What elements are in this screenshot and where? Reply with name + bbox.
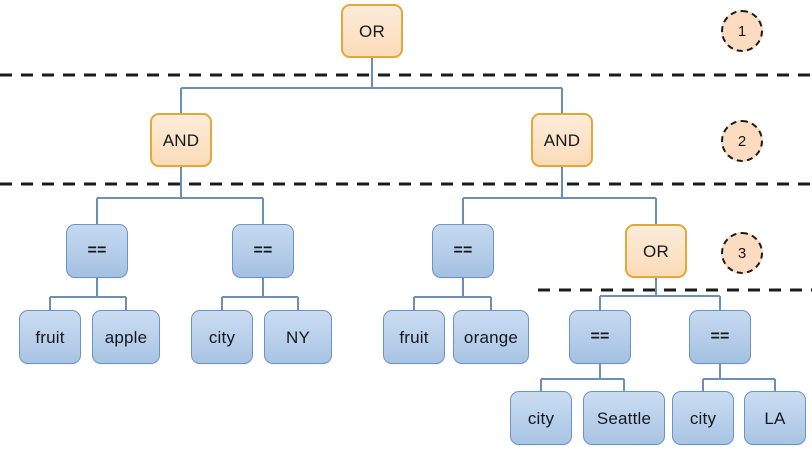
node-leaf-city-2[interactable]: city [510,391,572,445]
connectors-group [49,58,776,391]
node-label: == [453,242,473,259]
level-badge-2: 2 [721,120,763,162]
node-leaf-city-1[interactable]: city [191,310,253,364]
node-eq-4[interactable]: == [569,310,631,364]
node-leaf-fruit-2[interactable]: fruit [383,310,445,364]
dividers-group [0,73,812,292]
node-label: == [710,328,730,345]
node-and-right[interactable]: AND [531,113,593,167]
node-label: apple [104,327,148,347]
node-label: == [590,328,610,345]
node-label: city [689,408,717,428]
node-label: fruit [399,327,429,347]
node-eq-5[interactable]: == [689,310,751,364]
node-label: orange [463,327,519,347]
node-label: city [527,408,555,428]
node-leaf-orange[interactable]: orange [453,310,529,364]
node-eq-3[interactable]: == [432,224,494,278]
node-label: AND [162,130,200,150]
node-eq-1[interactable]: == [66,224,128,278]
node-label: fruit [35,327,65,347]
level-badge-label: 1 [737,22,747,40]
node-leaf-la[interactable]: LA [744,391,806,445]
node-eq-2[interactable]: == [232,224,294,278]
node-label: OR [643,241,669,261]
level-badge-3: 3 [721,232,763,274]
node-label: city [208,327,236,347]
level-badge-1: 1 [721,10,763,52]
level-badge-label: 2 [737,132,747,150]
node-label: NY [285,327,311,347]
node-leaf-fruit-1[interactable]: fruit [19,310,81,364]
node-and-left[interactable]: AND [150,113,212,167]
node-label: == [87,242,107,259]
node-leaf-seattle[interactable]: Seattle [583,391,665,445]
node-leaf-city-3[interactable]: city [672,391,734,445]
node-root[interactable]: OR [341,4,403,58]
node-label: LA [764,408,786,428]
node-leaf-apple[interactable]: apple [92,310,160,364]
node-label: OR [359,21,385,41]
node-leaf-ny[interactable]: NY [264,310,332,364]
node-label: AND [543,130,581,150]
level-badge-label: 3 [737,244,747,262]
node-label: Seattle [596,408,652,428]
node-label: == [253,242,273,259]
node-or-inner[interactable]: OR [625,224,687,278]
